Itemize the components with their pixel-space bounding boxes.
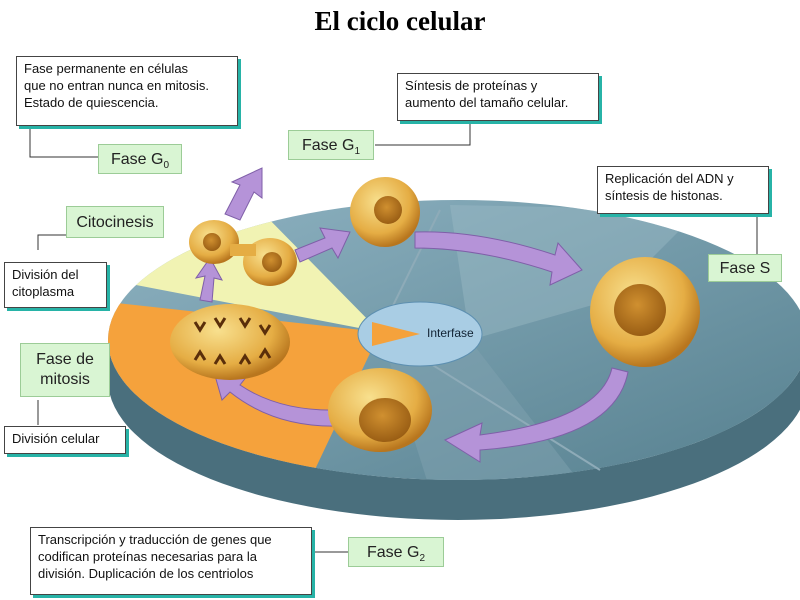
s-description-line: Replicación del ADN y bbox=[605, 171, 734, 186]
g2-description-box: Transcripción y traducción de genes que … bbox=[30, 527, 312, 595]
arrow-m-to-cyto bbox=[194, 257, 223, 303]
citocinesis-description-box: División del citoplasma bbox=[4, 262, 107, 308]
disc-divider-g2 bbox=[380, 332, 590, 480]
citocinesis-description-line: citoplasma bbox=[12, 284, 75, 299]
arrow-cyto-to-g1 bbox=[294, 227, 351, 263]
mitosis-description-line: División celular bbox=[12, 431, 100, 446]
phase-label-g1: Fase G1 bbox=[288, 130, 374, 160]
page-title: El ciclo celular bbox=[314, 6, 486, 36]
line-cito bbox=[37, 234, 68, 250]
g2-description-line: Transcripción y traducción de genes que bbox=[38, 532, 272, 547]
phase-label-g2-sub: 2 bbox=[419, 553, 426, 565]
arrow-to-g0 bbox=[224, 167, 263, 221]
mitosis-description-box: División celular bbox=[4, 426, 126, 454]
g2-description-line: división. Duplicación de los centriolos bbox=[38, 566, 254, 581]
cell-mitosis bbox=[170, 304, 290, 380]
g0-description-line: Fase permanente en células bbox=[24, 61, 189, 76]
s-description-line: síntesis de histonas. bbox=[605, 188, 723, 203]
g0-description-line: Estado de quiescencia. bbox=[24, 95, 159, 110]
arrow-s-to-g2 bbox=[443, 367, 629, 463]
cell-g1 bbox=[350, 177, 420, 247]
phase-label-g1-text: Fase G bbox=[301, 137, 355, 154]
g1-description-box: Síntesis de proteínas y aumento del tama… bbox=[397, 73, 599, 121]
g1-description-line: Síntesis de proteínas y bbox=[405, 78, 538, 93]
g2-description-line: codifican proteínas necesarias para la bbox=[38, 549, 257, 564]
phase-label-s: Fase S bbox=[708, 254, 782, 282]
phase-label-g2-text: Fase G bbox=[366, 544, 420, 561]
g1-description-line: aumento del tamaño celular. bbox=[405, 95, 569, 110]
phase-label-g0: Fase G0 bbox=[98, 144, 182, 174]
cell-s bbox=[590, 257, 700, 367]
phase-label-mitosis-line: mitosis bbox=[40, 371, 90, 388]
phase-label-mitosis-line: Fase de bbox=[36, 351, 94, 368]
arrow-g2-to-m bbox=[211, 364, 341, 427]
phase-label-g1-sub: 1 bbox=[354, 146, 361, 158]
phase-label-mitosis: Fase de mitosis bbox=[20, 343, 110, 397]
cell-g2 bbox=[328, 368, 432, 452]
line-g0 bbox=[29, 126, 98, 158]
cell-cytokinesis bbox=[189, 220, 297, 286]
s-description-box: Replicación del ADN y síntesis de histon… bbox=[597, 166, 769, 214]
phase-label-g0-text: Fase G bbox=[110, 151, 164, 168]
disc-rim bbox=[108, 340, 800, 520]
citocinesis-description-line: División del bbox=[12, 267, 79, 282]
interfase-label: Interfase bbox=[427, 326, 474, 340]
phase-label-g0-sub: 0 bbox=[163, 160, 170, 172]
g0-description-line: que no entran nunca en mitosis. bbox=[24, 78, 210, 93]
line-g1 bbox=[375, 122, 471, 146]
phase-label-citocinesis: Citocinesis bbox=[66, 206, 164, 238]
arrow-g1-to-s bbox=[414, 231, 583, 286]
phase-label-g2: Fase G2 bbox=[348, 537, 444, 567]
g0-description-box: Fase permanente en células que no entran… bbox=[16, 56, 238, 126]
